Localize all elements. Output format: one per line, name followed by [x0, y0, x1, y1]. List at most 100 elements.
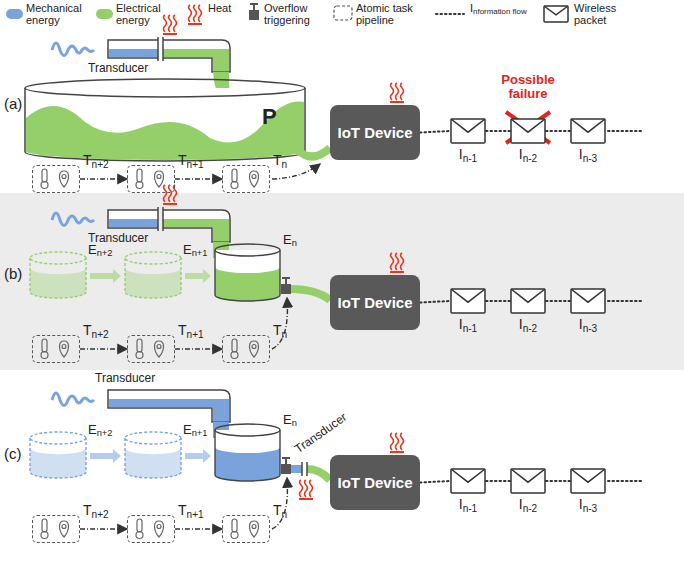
- legend-label: Information flow: [470, 2, 527, 14]
- panel-band: [0, 193, 684, 370]
- sensor-icons: [33, 516, 78, 541]
- transducer-gap: [158, 207, 163, 231]
- thermometer-icon: [41, 532, 48, 539]
- envelope-icon: [510, 288, 546, 314]
- envelope-icon: [570, 118, 606, 144]
- information-flow: [608, 480, 642, 482]
- task-box: Tn+2: [32, 515, 80, 543]
- location-icon: [252, 175, 256, 179]
- annotation: (c): [4, 445, 22, 462]
- stored-energy: [30, 448, 86, 478]
- task-box: Tn: [222, 335, 270, 363]
- location-icon: [252, 525, 256, 529]
- device-label: IoT Device: [337, 124, 412, 141]
- trigger-arrow: [272, 478, 287, 529]
- envelope-icon: [511, 119, 545, 143]
- legend-entry: Atomic task pipeline: [356, 2, 422, 26]
- heat-icon: [391, 83, 394, 100]
- storage-cylinder: [30, 258, 86, 298]
- legend-label: Wireless packet: [574, 2, 616, 26]
- legend-entry: Electrical energy: [116, 2, 178, 26]
- envelope-icon: [451, 119, 485, 132]
- heat-icon: [174, 15, 177, 32]
- heat-icon: [390, 271, 404, 273]
- electrical-flow: [298, 148, 330, 157]
- packet-label: In-1: [459, 146, 477, 162]
- sensor-icons: [223, 516, 268, 541]
- annotation: En+2: [88, 422, 113, 437]
- energy-arrow: [185, 269, 211, 283]
- heat-icon: [300, 480, 303, 497]
- energy-reservoir: [25, 88, 305, 161]
- trigger-arrow: [272, 298, 287, 349]
- thermometer-icon: [42, 339, 47, 352]
- task-box: Tn+1: [127, 335, 175, 363]
- heat-icon: [169, 15, 172, 32]
- packet-label: In-3: [579, 146, 597, 162]
- mechanical-flow: [213, 399, 229, 421]
- stored-energy: [125, 268, 181, 298]
- storage-cylinder: [125, 432, 181, 444]
- annotation-label: En+2: [88, 242, 113, 257]
- annotation: En: [283, 412, 297, 427]
- pipeline-arrow: [175, 178, 222, 179]
- heat-icon: [390, 451, 404, 453]
- envelope-icon: [511, 289, 545, 313]
- heat-icon: [164, 15, 167, 32]
- packet-label: In-2: [519, 146, 537, 162]
- information-flow: [486, 480, 510, 482]
- thermometer-icon: [231, 532, 238, 539]
- storage-cylinder: [215, 244, 280, 256]
- storage-cylinder: [125, 252, 181, 264]
- envelope-icon: [571, 469, 605, 482]
- envelope-icon: [571, 119, 605, 143]
- heat-icon: [189, 5, 192, 22]
- valve-icon: [250, 4, 258, 10]
- envelope-icon: [451, 469, 485, 482]
- task-label-box: Tn+1: [178, 152, 204, 168]
- annotation: Possible failure: [496, 73, 560, 101]
- legend-entry: Information flow: [470, 2, 532, 14]
- heat-icon: [391, 433, 394, 450]
- packet-label: In-3: [579, 316, 597, 332]
- task-label: Tn+1: [178, 502, 204, 518]
- envelope-icon: [571, 289, 605, 313]
- task-label-box: Tn+2: [83, 322, 109, 338]
- wireless-packet: In-3: [570, 468, 606, 494]
- thermometer-icon: [232, 519, 237, 532]
- information-flow: [486, 130, 510, 132]
- annotation-label: Possible failure: [501, 72, 554, 101]
- stored-energy: [215, 447, 280, 481]
- location-icon: [62, 175, 66, 179]
- thermometer-icon: [136, 182, 143, 189]
- legend-entry: Mechanical energy: [26, 2, 88, 26]
- envelope-icon: [451, 289, 485, 313]
- task-box: Tn+2: [32, 165, 80, 193]
- annotation-label: En: [283, 412, 297, 427]
- storage-cylinder: [125, 438, 181, 478]
- storage-cylinder: [125, 258, 181, 298]
- location-icon: [62, 525, 66, 529]
- sensor-icons: [33, 336, 78, 361]
- energy-arrow: [90, 449, 121, 463]
- device-label: IoT Device: [337, 474, 412, 491]
- task-label: Tn+1: [178, 322, 204, 338]
- heat-icon: [396, 433, 399, 450]
- wireless-packet: In-1: [450, 288, 486, 314]
- annotation: Transducer: [292, 410, 349, 456]
- device-box: IoT Device: [330, 105, 420, 160]
- envelope-icon: [451, 289, 485, 302]
- wireless-packet: In-3: [570, 288, 606, 314]
- information-flow: [608, 130, 642, 132]
- annotation-label: En: [283, 232, 297, 247]
- annotation-label: P: [262, 104, 277, 129]
- energy-arrow: [185, 449, 211, 463]
- envelope-icon: [511, 469, 545, 482]
- annotation-label: (c): [4, 445, 22, 462]
- sensor-icons: [223, 336, 268, 361]
- information-flow: [546, 300, 570, 302]
- task-label-box: Tn: [273, 322, 287, 338]
- information-flow: [546, 130, 570, 132]
- transducer-gap: [302, 462, 307, 476]
- envelope-icon: [544, 6, 568, 15]
